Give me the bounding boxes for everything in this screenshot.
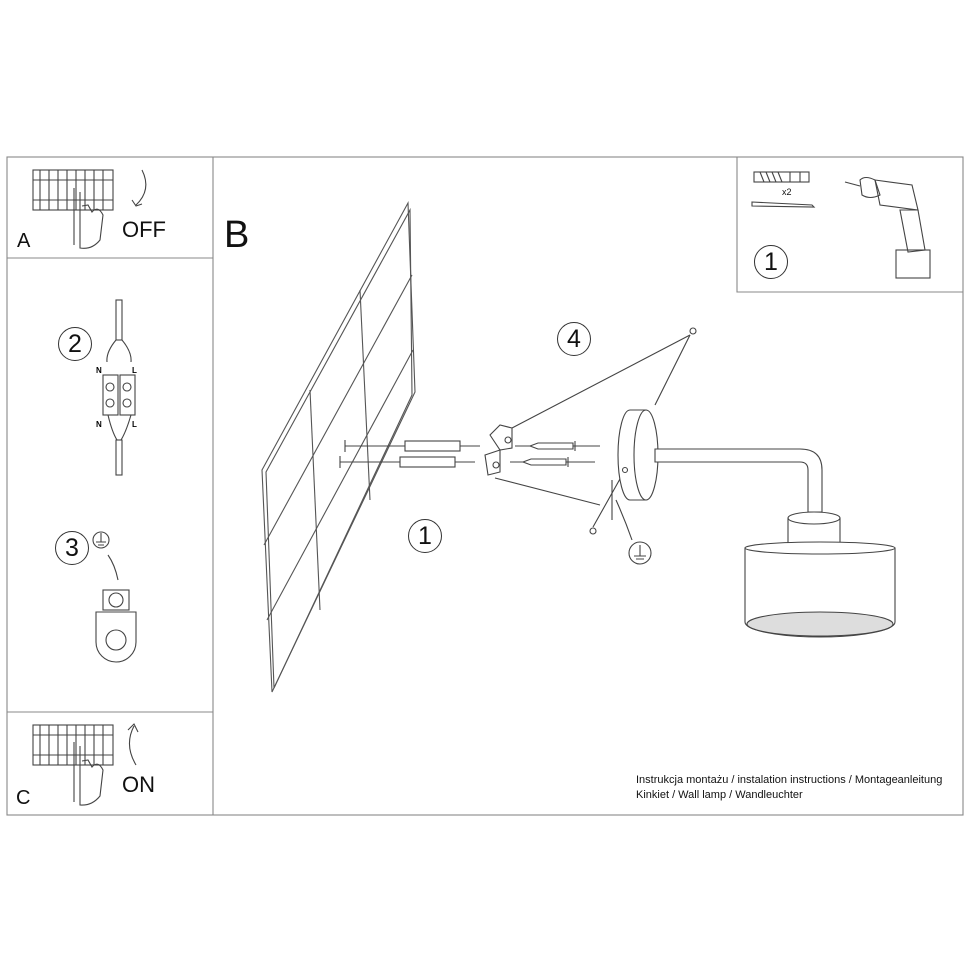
neutral-label-bottom: N: [96, 420, 102, 429]
panel-c-label: C: [16, 787, 31, 809]
screw-icon: [751, 201, 816, 208]
earth-symbol-icon: [628, 541, 652, 565]
wall-plugs: [339, 440, 480, 468]
wall-fix-step-badge: 1: [408, 519, 442, 553]
live-label-bottom: L: [132, 420, 137, 429]
outer-frame: [6, 156, 964, 816]
wall-plug-icon: [753, 171, 810, 183]
on-label: ON: [122, 772, 155, 797]
cap-screw-bottom: [589, 527, 597, 535]
panel-b-label: B: [224, 214, 250, 256]
neutral-label-top: N: [96, 366, 102, 375]
wall-tiles: [261, 200, 416, 693]
tools-frame: [736, 157, 963, 293]
live-label-top: L: [132, 366, 137, 375]
breaker-off-icon: [32, 169, 147, 249]
mount-step-badge: 4: [557, 322, 591, 356]
drill-icon: [844, 176, 931, 279]
connector-block-icon: [102, 299, 136, 476]
wall-lamp: [617, 409, 896, 638]
off-label: OFF: [122, 217, 166, 242]
caption-line-2: Kinkiet / Wall lamp / Wandleuchter: [636, 789, 803, 801]
breaker-on-icon: [32, 723, 139, 806]
panel-a-label: A: [17, 230, 31, 252]
bracket-screws: [510, 441, 600, 467]
caption-line-1: Instrukcja montażu / instalation instruc…: [636, 774, 943, 786]
wiring-step-badge: 2: [58, 327, 92, 361]
quantity-label: x2: [782, 187, 792, 197]
projection-lines: [494, 334, 691, 528]
earth-step-badge: 3: [55, 531, 89, 565]
caption: Instrukcja montażu / instalation instruc…: [636, 773, 942, 803]
tools-step-badge: 1: [754, 245, 788, 279]
mounting-bracket: [484, 424, 513, 476]
earth-terminal-icon: [92, 531, 137, 663]
cap-screw-top: [689, 327, 697, 335]
